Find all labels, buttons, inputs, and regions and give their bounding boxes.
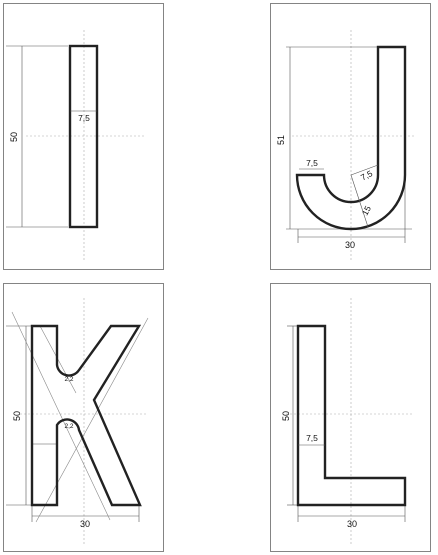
dimension-label-stroke: 7,5 [78,113,90,123]
letter-k-outline [30,324,142,507]
dimension-label-height: 50 [281,411,291,421]
dimension-label-radius-top: 2,2 [64,376,73,383]
dimension-label-width: 30 [347,519,357,529]
dimension-line-radius [350,174,369,228]
construction-line-diagonal [11,311,111,521]
panel-letter-i: 50 7,5 [3,3,164,270]
dimension-label-radius: 15 [360,204,373,217]
dimension-label-width: 30 [80,519,90,529]
panel-frame [270,283,431,552]
dimension-label-height: 51 [276,135,286,145]
panel-letter-l: 50 30 7,5 [270,283,431,552]
panel-frame [3,3,164,270]
panel-frame [3,283,164,552]
letter-l-outline [296,324,407,507]
letter-j-outline [295,45,407,231]
construction-line-diagonal [35,317,149,523]
dimension-label-height: 50 [12,411,22,421]
panel-letter-k: 50 30 2,2 2,2 [3,283,164,552]
dimension-label-height: 50 [9,132,19,142]
dimension-line-stroke-right [350,164,379,176]
dimension-label-stroke-left: 7,5 [306,158,318,168]
letter-i-outline [68,44,99,229]
dimension-label-stroke: 7,5 [306,433,318,443]
dimension-label-radius-bottom: 2,2 [64,423,73,430]
panel-letter-j: 51 30 7,5 7,5 15 [270,3,431,270]
dimension-label-width: 30 [345,240,355,250]
